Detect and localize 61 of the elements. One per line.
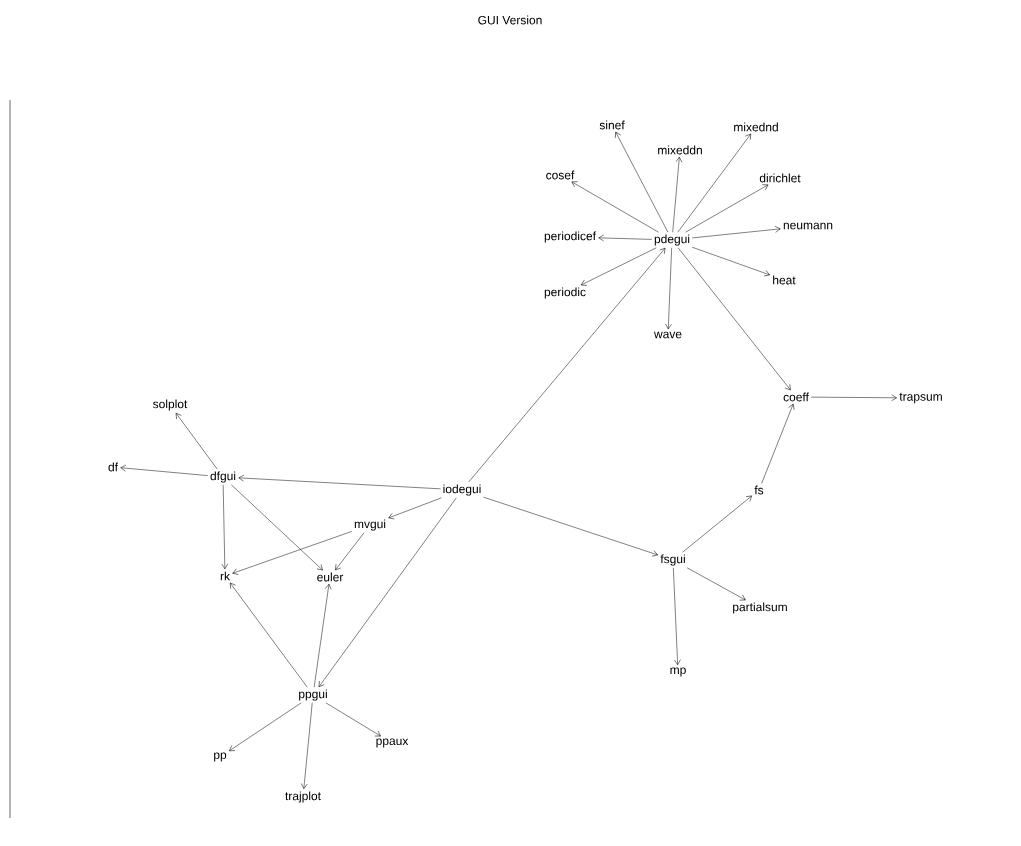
arrow xyxy=(229,582,308,688)
node-label: wave xyxy=(654,331,682,339)
node-label: dfgui xyxy=(210,471,236,483)
arrow xyxy=(677,247,791,391)
arrow xyxy=(325,702,381,737)
arrow xyxy=(388,497,442,520)
arrow xyxy=(682,495,752,553)
arrow xyxy=(810,394,897,401)
node-label: fsgui xyxy=(660,554,685,566)
arrow xyxy=(691,246,770,277)
node-label: sinef xyxy=(599,120,625,130)
node-label: fs xyxy=(754,485,764,495)
arrow xyxy=(665,247,672,330)
arrow xyxy=(677,133,752,233)
node-label: periodic xyxy=(544,287,586,299)
node-label: mvgui xyxy=(354,519,386,531)
arrow xyxy=(313,583,332,688)
arrow xyxy=(120,464,209,476)
node-label: mp xyxy=(670,667,686,677)
arrow xyxy=(685,184,769,233)
arrow xyxy=(580,247,657,286)
arrow xyxy=(229,702,302,752)
node-label: ppaux xyxy=(376,738,409,748)
node-label: df xyxy=(108,462,119,472)
node-label: rk xyxy=(220,571,231,581)
arrow xyxy=(335,532,365,571)
arrow xyxy=(673,567,681,666)
node-label: cosef xyxy=(546,170,575,180)
arrow xyxy=(301,702,313,789)
title: GUI Version xyxy=(478,15,542,25)
arrow xyxy=(686,567,746,601)
arrow xyxy=(175,412,218,470)
arrow xyxy=(232,531,353,575)
node-label: mixeddn xyxy=(658,145,702,155)
node-label: euler xyxy=(317,572,344,582)
node-label: solplot xyxy=(153,399,188,411)
arrow xyxy=(468,247,666,483)
node-label: partialsum xyxy=(733,602,787,614)
node-label: trapsum xyxy=(899,392,942,404)
node-label: trajplot xyxy=(285,791,321,803)
arrow xyxy=(672,156,683,233)
node-label: coeff xyxy=(783,392,809,402)
arrow xyxy=(571,181,659,233)
node-label: pp xyxy=(214,752,227,762)
node-label: heat xyxy=(773,275,796,285)
arrow xyxy=(691,226,781,239)
arrow xyxy=(221,484,228,570)
node-label: dirichlet xyxy=(759,173,801,183)
arrow xyxy=(598,234,653,242)
node-label: mixednd xyxy=(734,122,778,132)
arrow xyxy=(318,497,457,688)
arrow xyxy=(483,496,658,557)
node-label: pdegui xyxy=(654,234,690,246)
arrow xyxy=(615,131,669,233)
node-label: ppgui xyxy=(299,689,327,701)
arrow xyxy=(238,474,441,490)
node-label: iodegui xyxy=(443,484,481,496)
node-label: neumann xyxy=(783,222,833,230)
node-label: periodicef xyxy=(544,231,597,243)
arrow xyxy=(761,403,795,484)
arrow xyxy=(231,484,323,571)
